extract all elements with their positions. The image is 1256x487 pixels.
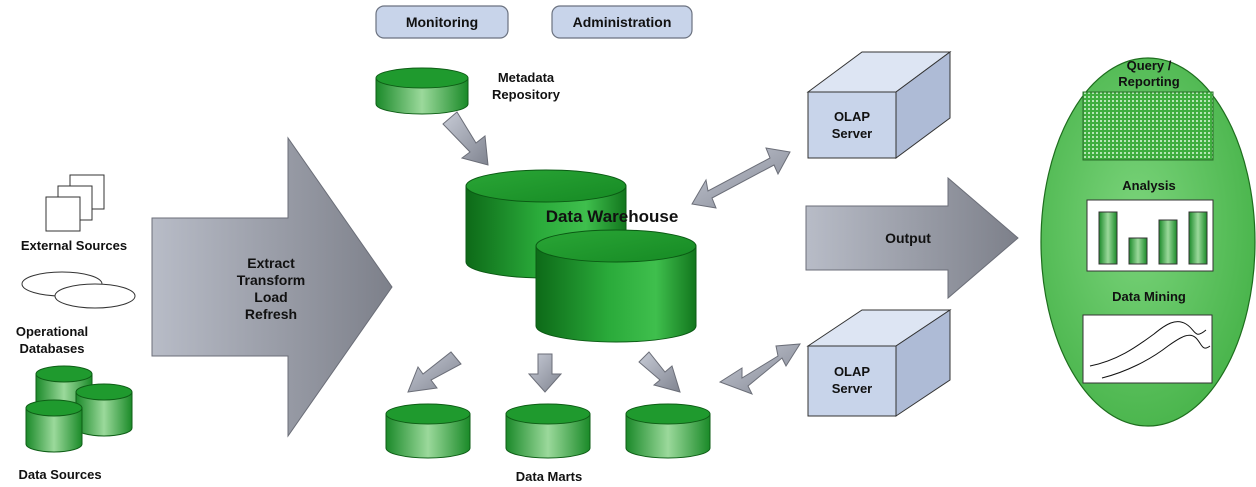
data-sources-cylinders: [25, 365, 133, 453]
metadata-repository-cylinder: [375, 67, 469, 115]
output-arrow: [805, 176, 1019, 300]
analysis-bar-chart-icon: [1086, 199, 1214, 272]
operational-databases-icon: [21, 271, 136, 309]
olap-top-label-line2: Server: [832, 126, 872, 141]
analysis-label: Analysis: [1122, 178, 1175, 193]
data-warehouse-cylinder-front: [535, 229, 697, 343]
etl-arrow: [151, 136, 393, 438]
olap-bottom-label-line1: OLAP: [834, 364, 870, 379]
warehouse-olap-top-double-arrow: [691, 147, 791, 209]
metadata-label-line2: Repository: [492, 87, 561, 102]
warehouse-olap-bottom-double-arrow: [718, 343, 801, 395]
olap-top-label-line1: OLAP: [834, 109, 870, 124]
warehouse-to-mart2-arrow: [527, 353, 563, 393]
warehouse-to-mart3-arrow: [638, 351, 681, 393]
monitoring-label: Monitoring: [406, 14, 478, 30]
administration-button[interactable]: Administration: [551, 5, 693, 39]
data-mart-cylinder-2: [505, 403, 591, 459]
warehouse-to-mart1-arrow: [407, 351, 462, 393]
etl-label-load: Load: [254, 289, 287, 305]
data-mining-curve-icon: [1082, 314, 1213, 384]
external-sources-documents-icon: [45, 174, 105, 232]
monitoring-button[interactable]: Monitoring: [375, 5, 509, 39]
operational-label-line1: Operational: [16, 324, 88, 339]
olap-bottom-label-line2: Server: [832, 381, 872, 396]
etl-label-extract: Extract: [247, 255, 295, 271]
operational-label-line2: Databases: [19, 341, 84, 356]
data-mart-cylinder-3: [625, 403, 711, 459]
query-reporting-label-line2: Reporting: [1118, 74, 1179, 89]
metadata-label-line1: Metadata: [498, 70, 555, 85]
data-mining-label: Data Mining: [1112, 289, 1186, 304]
output-label: Output: [885, 230, 931, 246]
query-reporting-label-line1: Query /: [1127, 58, 1172, 73]
etl-label-transform: Transform: [237, 272, 305, 288]
data-mart-cylinder-1: [385, 403, 471, 459]
olap-server-top-cube: [806, 51, 952, 159]
olap-server-bottom-cube: [806, 309, 952, 417]
data-marts-label: Data Marts: [516, 469, 582, 484]
metadata-to-warehouse-arrow: [442, 111, 489, 166]
data-warehouse-title: Data Warehouse: [546, 207, 679, 226]
data-sources-label: Data Sources: [18, 467, 101, 482]
external-sources-label: External Sources: [21, 238, 127, 253]
administration-label: Administration: [573, 14, 672, 30]
etl-label-refresh: Refresh: [245, 306, 297, 322]
query-reporting-grid-icon: [1082, 91, 1214, 161]
